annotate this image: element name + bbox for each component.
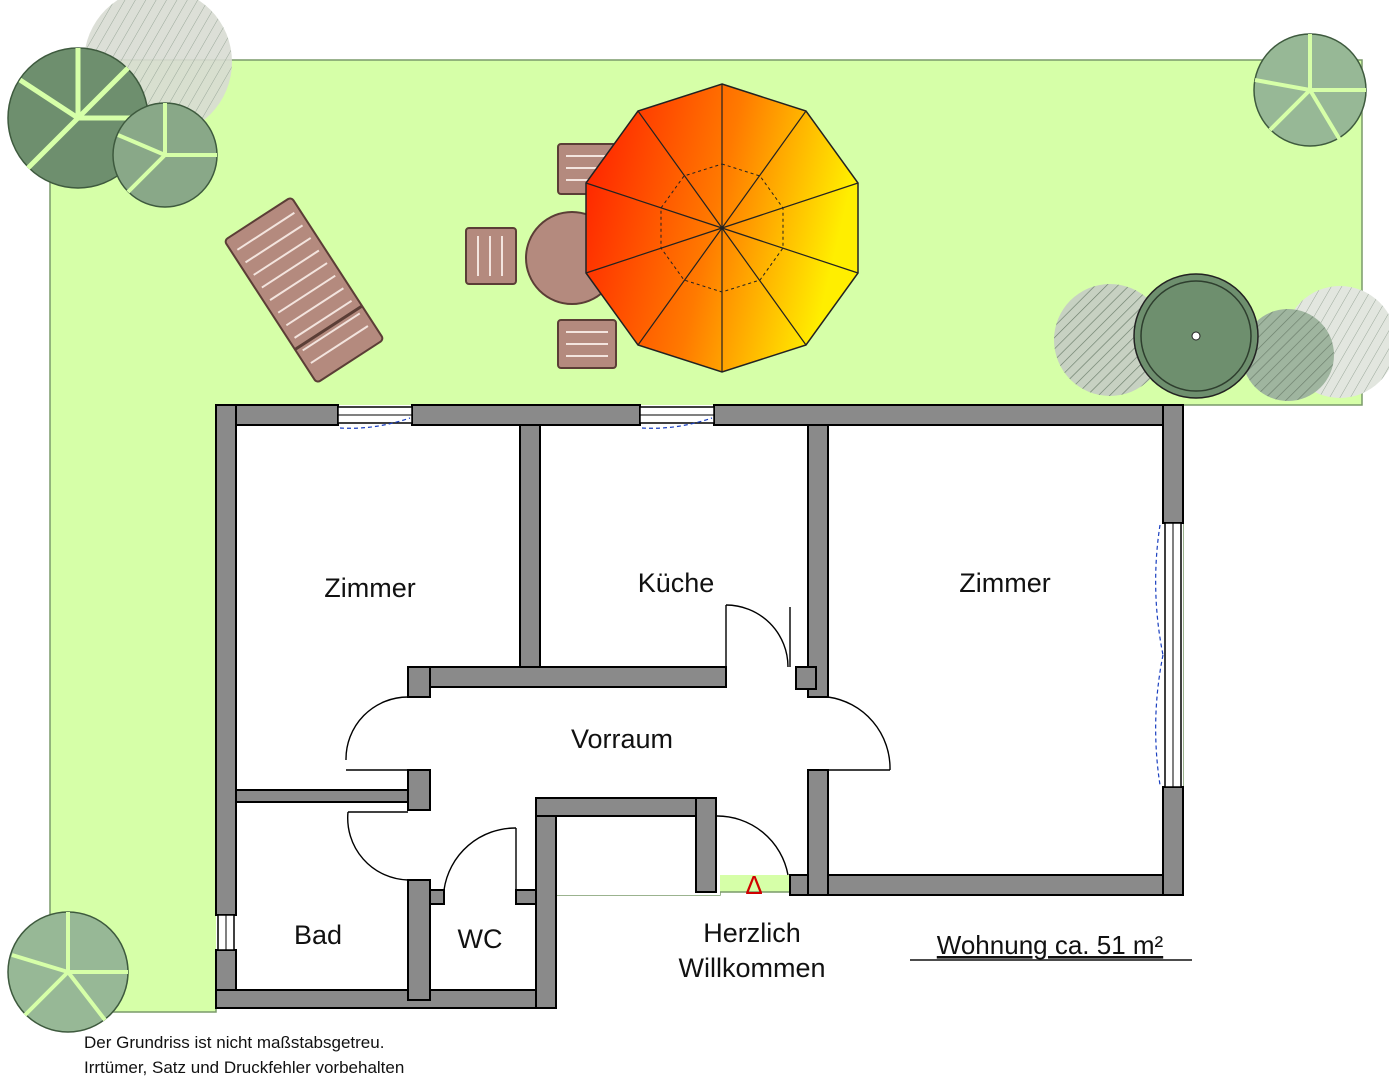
window-right <box>1155 522 1182 788</box>
tree-bottom-left <box>7 911 129 1033</box>
walls <box>215 404 1184 1009</box>
apartment-area-label: Wohnung ca. 51 m² <box>937 930 1164 960</box>
room-label-kueche: Küche <box>638 568 715 598</box>
disclaimer-line1: Der Grundriss ist nicht maßstabsgetreu. <box>84 1033 384 1052</box>
window-top-left <box>337 406 413 429</box>
patio-chair-bottom <box>557 319 617 369</box>
disclaimer-line2: Irrtümer, Satz und Druckfehler vorbehalt… <box>84 1058 404 1077</box>
patio-chair-left <box>465 227 517 285</box>
entrance-marker-icon: Δ <box>745 870 762 900</box>
tree-top-right <box>1253 33 1367 147</box>
room-label-zimmer-right: Zimmer <box>959 568 1050 598</box>
entrance-greeting-line2: Willkommen <box>678 953 825 983</box>
hedge-right <box>1054 284 1389 401</box>
window-bad <box>217 914 235 951</box>
round-garden-table <box>1133 273 1259 399</box>
door-swings <box>345 604 891 892</box>
tree-top-left-large <box>7 47 149 189</box>
apartment-floor <box>216 405 1183 1008</box>
room-label-bad: Bad <box>294 920 342 950</box>
sun-lounger <box>224 197 384 383</box>
patio-umbrella <box>585 83 859 373</box>
room-label-vorraum: Vorraum <box>571 724 673 754</box>
tree-top-left-small <box>112 102 218 208</box>
room-label-wc: WC <box>458 924 503 954</box>
window-top-kitchen <box>639 406 715 429</box>
entrance-greeting-line1: Herzlich <box>703 918 801 948</box>
room-label-zimmer-left: Zimmer <box>324 573 415 603</box>
